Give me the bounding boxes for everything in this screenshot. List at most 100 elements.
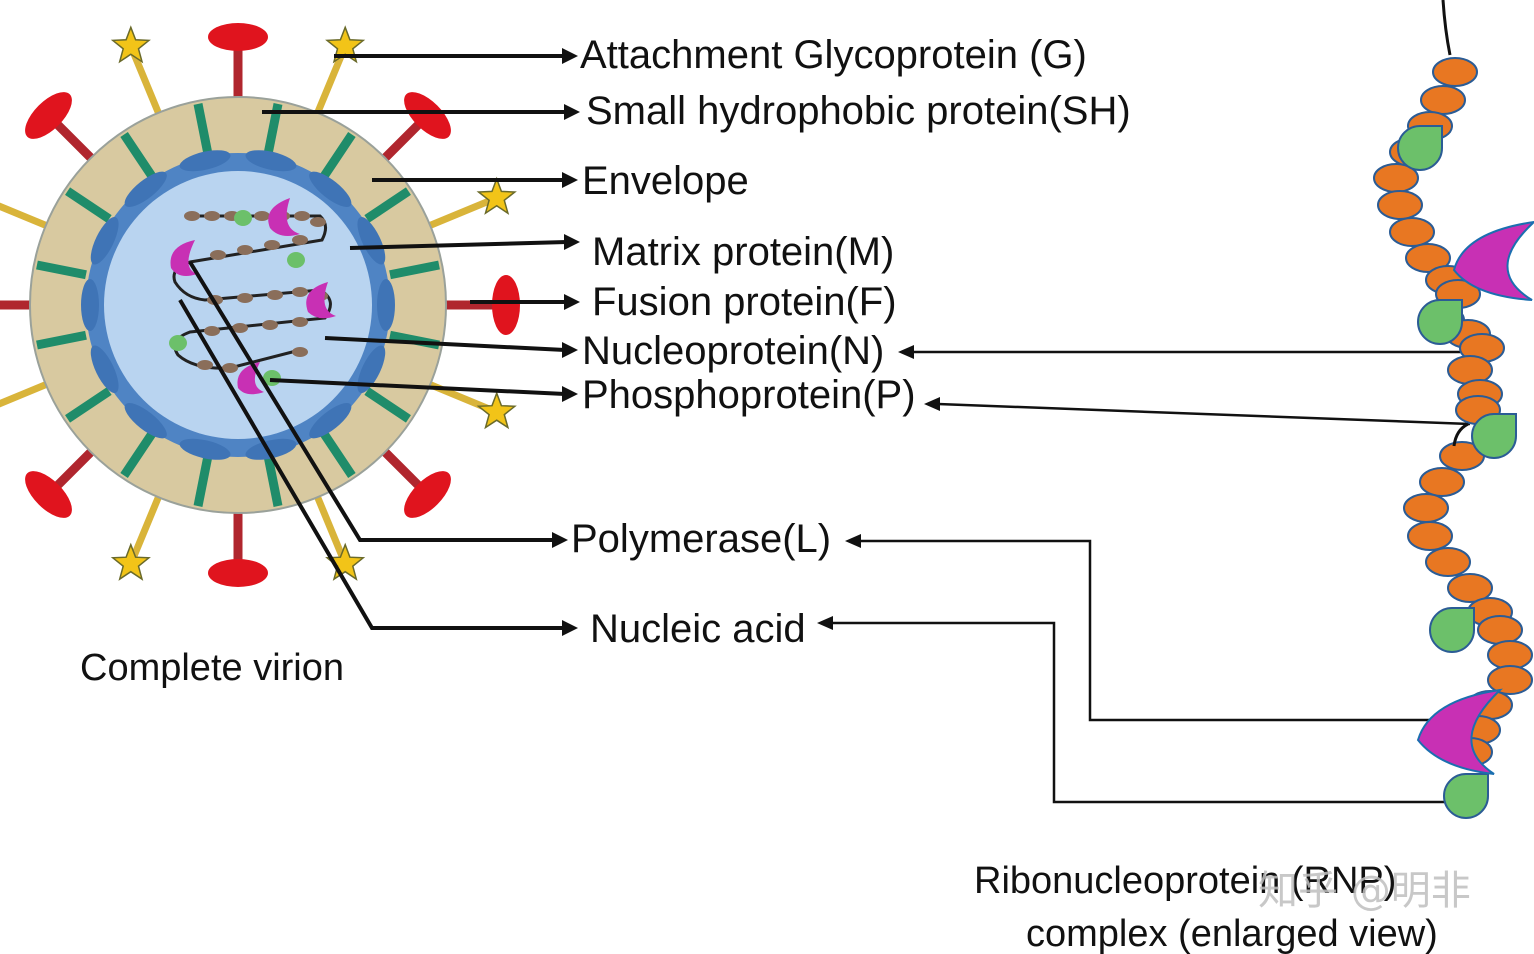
label-envelope: Envelope [582, 159, 749, 203]
rnp-nucleoprotein-bead [1389, 217, 1435, 247]
g-protein-star [110, 25, 151, 64]
inner-nucleoprotein-bead [310, 217, 326, 227]
rnp-nucleoprotein-beads [1373, 57, 1533, 767]
inner-nucleoprotein-bead [237, 245, 253, 255]
sh-protein [36, 260, 87, 280]
inner-polymerase-2 [170, 240, 197, 276]
matrix-protein-segment [90, 217, 119, 265]
sh-protein [364, 387, 411, 423]
label-phosphoprotein: Phosphoprotein(P) [582, 373, 916, 417]
matrix-protein-segment [309, 403, 352, 439]
inner-nucleoprotein-bead [292, 347, 308, 357]
rnp-polymerase-1 [1452, 220, 1534, 301]
rnp-nucleoprotein-bead [1377, 190, 1423, 220]
rnp-enlarged-view [1373, 0, 1534, 819]
label-nucleic-acid: Nucleic acid [590, 607, 806, 651]
inner-nucleoprotein-bead [232, 323, 248, 333]
inner-nucleoprotein-bead [294, 211, 310, 221]
rnp-phosphoprotein [1442, 773, 1489, 819]
inner-nucleic-acid-strand [172, 214, 332, 370]
sh-protein [320, 431, 356, 478]
matrix-protein-segment [124, 171, 167, 207]
inner-nucleoprotein-bead [204, 211, 220, 221]
sh-protein [120, 431, 156, 478]
rnp-nucleoprotein-bead [1477, 615, 1523, 645]
matrix-protein-segment [81, 279, 99, 331]
rnp-polymerase-2 [1416, 688, 1503, 775]
inner-phosphoprotein-2 [287, 252, 305, 268]
rnp-phosphoprotein [1470, 413, 1517, 459]
sh-protein [36, 330, 87, 350]
rnp-nucleoprotein-bead [1403, 493, 1449, 523]
rnp-phosphoprotein [1416, 299, 1463, 345]
rnp-connector-arrows [817, 345, 1478, 804]
rnp-nucleoprotein-bead [1432, 57, 1478, 87]
inner-nucleoprotein-bead [222, 363, 238, 373]
label-matrix-protein: Matrix protein(M) [592, 230, 894, 274]
inner-nucleoprotein-bead [210, 250, 226, 260]
label-rnp-line1: Ribonucleoprotein (RNP) [974, 860, 1396, 902]
inner-polymerase-3 [306, 282, 336, 319]
label-polymerase: Polymerase(L) [571, 517, 831, 561]
rnp-phosphoproteins [1396, 125, 1517, 819]
inner-nucleoprotein-bead [254, 211, 270, 221]
rnp-nucleoprotein-bead [1425, 547, 1471, 577]
rnp-nucleoprotein-bead [1407, 521, 1453, 551]
inner-nucleoprotein-bead [264, 240, 280, 250]
inner-polymerase-4 [237, 362, 264, 395]
matrix-protein-segment [245, 438, 297, 460]
matrix-protein-segment [357, 345, 386, 393]
matrix-protein-segment [309, 171, 352, 207]
inner-phosphoprotein-3 [169, 335, 187, 351]
watermark: 知乎 @明非 [1258, 868, 1471, 914]
matrix-protein-segment [377, 279, 395, 331]
g-protein-star [476, 176, 517, 215]
fusion-spike-head [404, 471, 451, 518]
inner-nucleoprotein-bead [237, 293, 253, 303]
inner-nucleoprotein-bead [292, 287, 308, 297]
sh-protein [263, 456, 283, 507]
matrix-protein-segments [81, 150, 395, 460]
fusion-spike-head [25, 92, 72, 139]
rnp-nucleoprotein-bead [1487, 665, 1533, 695]
sh-protein [193, 456, 213, 507]
inner-phosphoprotein-1 [234, 210, 252, 226]
sh-protein [364, 187, 411, 223]
matrix-protein-segment [357, 217, 386, 265]
matrix-protein-segment [90, 345, 119, 393]
matrix-protein-segment [179, 438, 231, 460]
label-complete-virion: Complete virion [80, 647, 344, 689]
inner-nucleoprotein-bead [292, 235, 308, 245]
fusion-spike-head [208, 559, 268, 587]
label-nucleoprotein: Nucleoprotein(N) [582, 329, 884, 373]
sh-protein [320, 132, 356, 179]
label-attachment-glycoprotein: Attachment Glycoprotein (G) [580, 33, 1087, 77]
g-protein-star [110, 542, 151, 581]
rnp-phospho-tether [1452, 422, 1469, 447]
rnp-nucleoprotein-bead [1419, 467, 1465, 497]
matrix-protein-segment [179, 150, 231, 172]
inner-nucleoprotein-bead [184, 211, 200, 221]
matrix-protein-segment [124, 403, 167, 439]
sh-protein [65, 187, 112, 223]
matrix-protein-segment [245, 150, 297, 172]
inner-nucleoprotein-bead [204, 326, 220, 336]
complete-virion-illustration [0, 23, 520, 587]
sh-protein [120, 132, 156, 179]
rnp-phosphoprotein [1396, 125, 1443, 171]
rnp-nucleoprotein-bead [1487, 640, 1533, 670]
sh-protein [389, 260, 440, 280]
label-rnp-line2: complex (enlarged view) [1026, 913, 1438, 954]
g-protein-star [476, 391, 517, 430]
rnp-nucleoprotein-bead [1405, 243, 1451, 273]
fusion-spike-head [208, 23, 268, 51]
inner-polymerase-1 [268, 198, 300, 236]
label-small-hydrophobic-protein: Small hydrophobic protein(SH) [586, 89, 1131, 133]
sh-protein [65, 387, 112, 423]
inner-nucleoprotein-bead [197, 360, 213, 370]
rnp-nucleic-acid-strand [1441, 0, 1452, 56]
label-arrows [178, 48, 580, 636]
sh-proteins [36, 103, 440, 507]
rnp-phosphoprotein [1428, 607, 1475, 653]
